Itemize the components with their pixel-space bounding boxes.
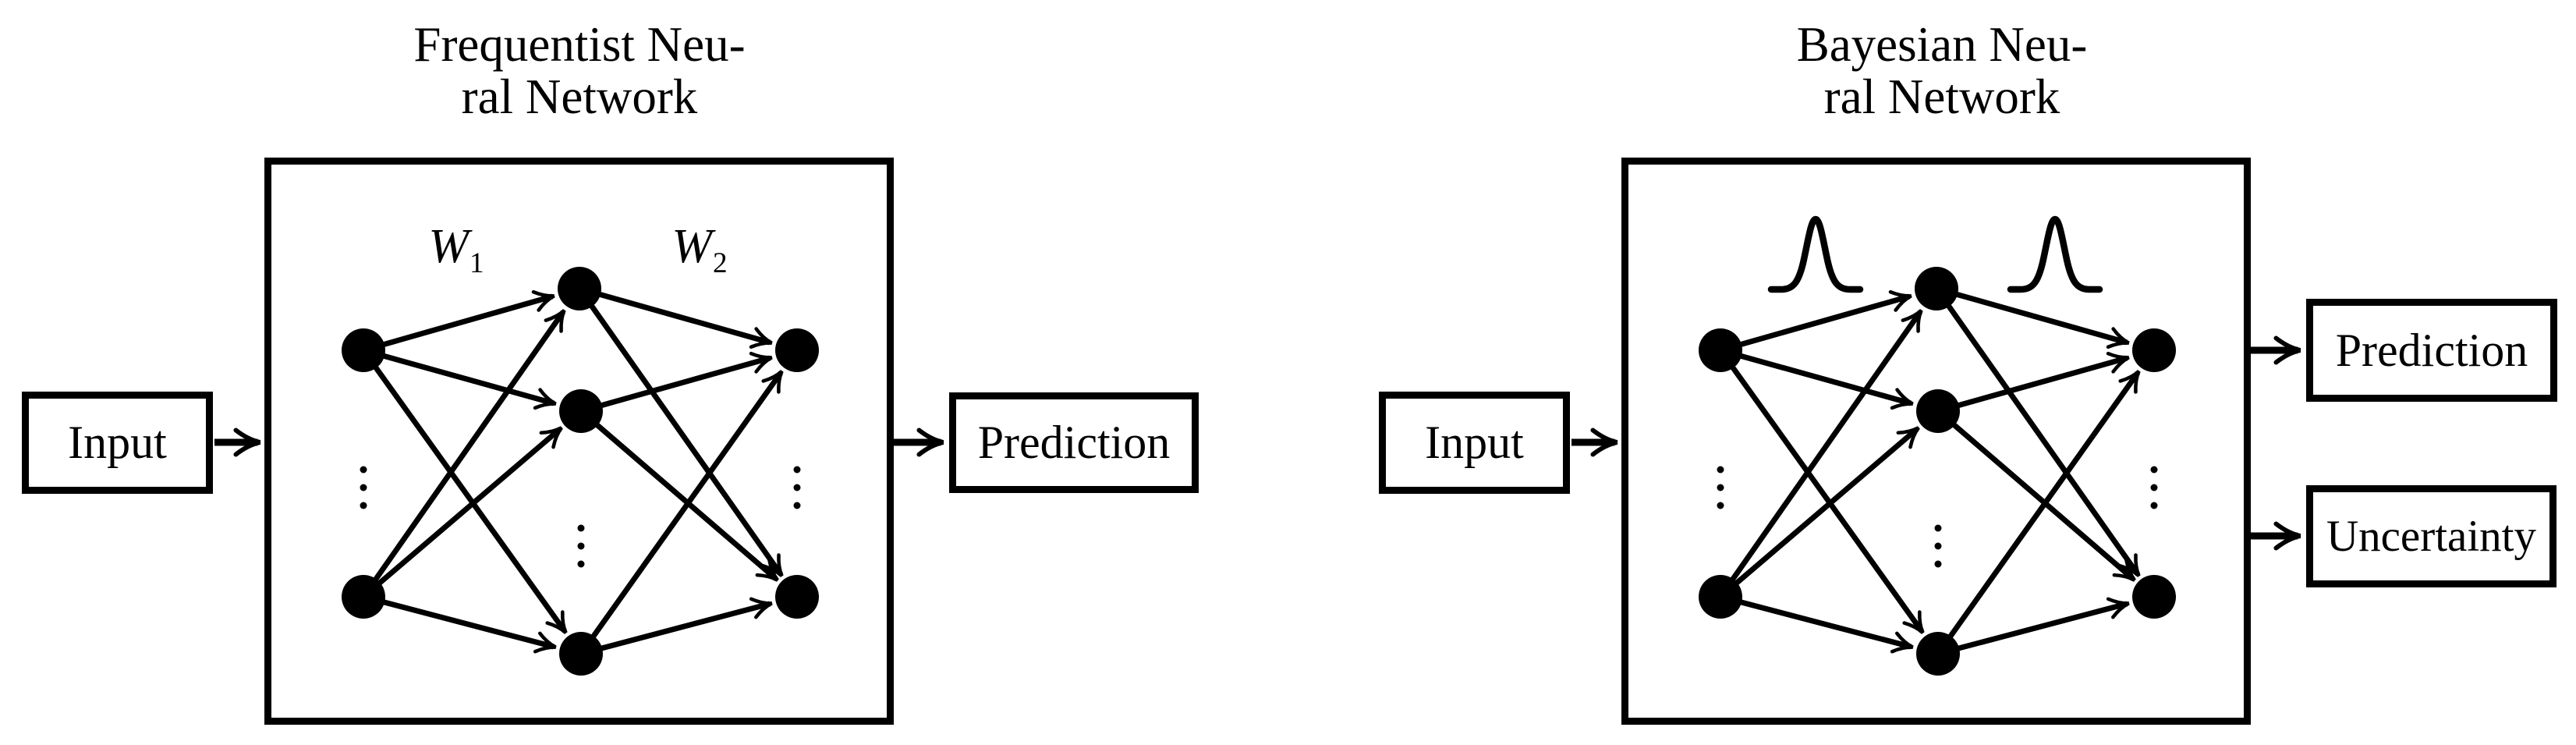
prediction-label: Prediction bbox=[977, 417, 1171, 468]
input-label: Input bbox=[1425, 417, 1524, 468]
input-label: Input bbox=[68, 417, 167, 468]
title-line-2: ral Network bbox=[461, 69, 698, 124]
weight-label-w2: W2 bbox=[671, 219, 727, 280]
prediction-label: Prediction bbox=[2335, 324, 2528, 376]
uncertainty-label: Uncertainty bbox=[2326, 512, 2537, 561]
title-line-1: Frequentist Neu- bbox=[413, 17, 746, 72]
title-line-1: Bayesian Neu- bbox=[1796, 17, 2088, 72]
bayesian-network-box bbox=[1621, 158, 2251, 725]
title-line-2: ral Network bbox=[1823, 69, 2060, 124]
prediction-box-bayesian: Prediction bbox=[2306, 299, 2557, 402]
frequentist-network-box bbox=[264, 158, 894, 725]
w1-subscript: 1 bbox=[469, 247, 484, 280]
prediction-box-frequentist: Prediction bbox=[949, 392, 1199, 493]
input-box-frequentist: Input bbox=[22, 392, 213, 494]
uncertainty-box-bayesian: Uncertainty bbox=[2306, 485, 2557, 587]
w2-subscript: 2 bbox=[713, 247, 728, 280]
input-box-bayesian: Input bbox=[1379, 392, 1570, 494]
flow-arrows bbox=[214, 335, 2301, 551]
weight-label-w1: W1 bbox=[428, 219, 484, 280]
bayesian-title: Bayesian Neu- ral Network bbox=[1669, 19, 2215, 123]
w2-symbol: W bbox=[671, 219, 713, 273]
frequentist-title: Frequentist Neu- ral Network bbox=[306, 19, 852, 123]
w1-symbol: W bbox=[428, 219, 469, 273]
